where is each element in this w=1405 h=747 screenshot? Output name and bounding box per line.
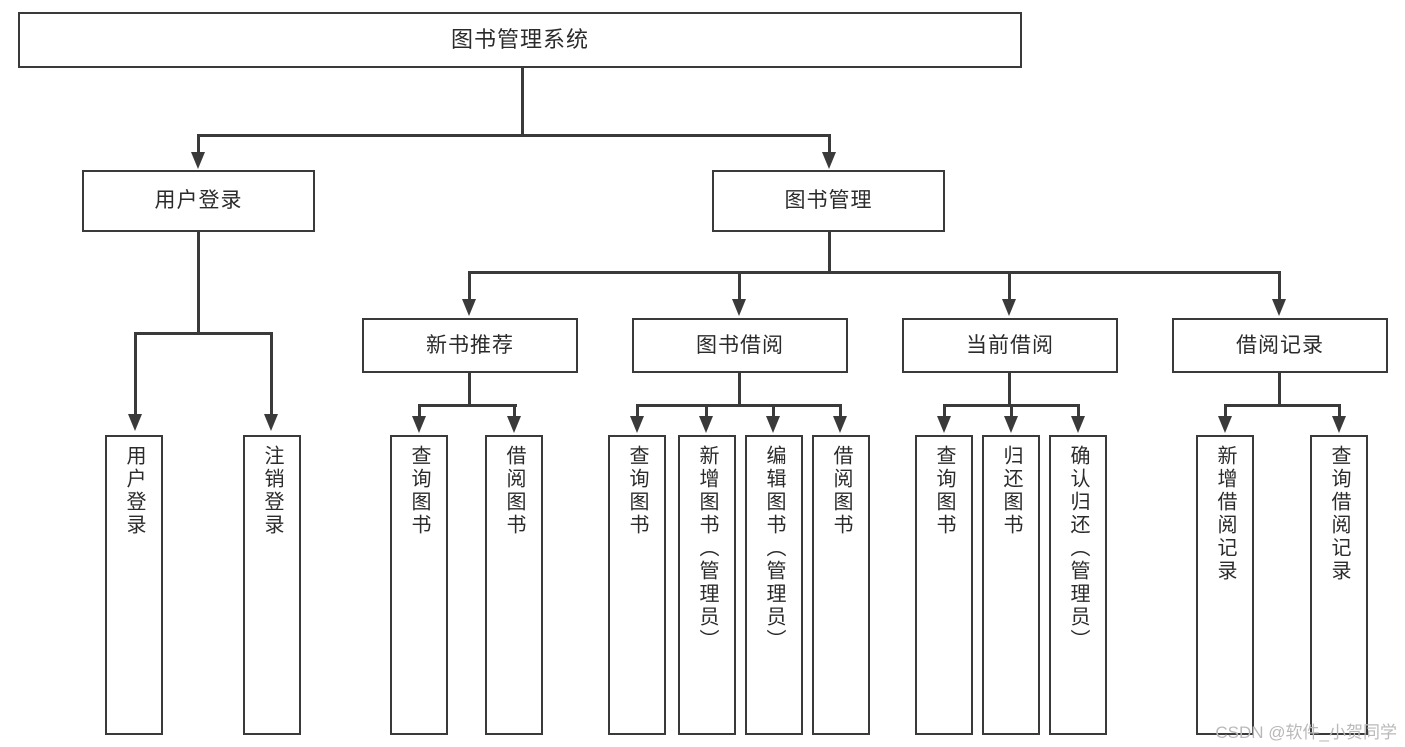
arrowhead-book-manage-child-3 bbox=[1002, 299, 1016, 316]
node-user-login[interactable]: 用户登录 bbox=[82, 170, 315, 232]
node-label: 图书借阅 bbox=[696, 333, 784, 357]
connector-book-borrow-leaf-3 bbox=[772, 404, 775, 418]
arrowhead-book-borrow-leaf-1 bbox=[630, 416, 644, 433]
leaf-node-user-login[interactable]: 用户登录 bbox=[105, 435, 163, 735]
arrowhead-new-book-leaf-1 bbox=[412, 416, 426, 433]
arrowhead-book-borrow-leaf-2 bbox=[699, 416, 713, 433]
arrowhead-borrow-record-leaf-1 bbox=[1218, 416, 1232, 433]
node-root-library-system[interactable]: 图书管理系统 bbox=[18, 12, 1022, 68]
arrowhead-borrow-record-leaf-2 bbox=[1332, 416, 1346, 433]
leaf-node-add-book-admin[interactable]: 新增图书（管理员） bbox=[678, 435, 736, 735]
connector-user-login-bar bbox=[134, 332, 273, 335]
leaf-label: 查询图书 bbox=[933, 445, 955, 537]
leaf-label: 借阅图书 bbox=[503, 445, 525, 537]
arrowhead-to-user-login bbox=[191, 152, 205, 169]
connector-user-login-child-1 bbox=[134, 332, 137, 416]
node-label: 新书推荐 bbox=[426, 333, 514, 357]
leaf-label: 确认归还（管理员） bbox=[1067, 445, 1089, 652]
leaf-label: 查询图书 bbox=[408, 445, 430, 537]
connector-book-borrow-stem bbox=[738, 373, 741, 407]
node-label: 当前借阅 bbox=[966, 333, 1054, 357]
leaf-node-query-borrow-record[interactable]: 查询借阅记录 bbox=[1310, 435, 1368, 735]
leaf-node-confirm-return-admin[interactable]: 确认归还（管理员） bbox=[1049, 435, 1107, 735]
connector-to-user-login bbox=[197, 134, 200, 154]
arrowhead-new-book-leaf-2 bbox=[507, 416, 521, 433]
leaf-label: 归还图书 bbox=[1000, 445, 1022, 537]
arrowhead-user-login-child-2 bbox=[264, 414, 278, 431]
connector-book-manage-child-4 bbox=[1278, 271, 1281, 301]
connector-book-manage-stem bbox=[828, 232, 831, 274]
arrowhead-current-borrow-leaf-3 bbox=[1071, 416, 1085, 433]
arrowhead-book-borrow-leaf-3 bbox=[766, 416, 780, 433]
node-label: 用户登录 bbox=[154, 189, 243, 213]
arrowhead-user-login-child-1 bbox=[128, 414, 142, 431]
connector-book-manage-bar bbox=[468, 271, 1280, 274]
connector-root-stem bbox=[521, 68, 524, 136]
leaf-label: 新增图书（管理员） bbox=[696, 445, 718, 652]
leaf-label: 编辑图书（管理员） bbox=[763, 445, 785, 652]
node-book-borrow[interactable]: 图书借阅 bbox=[632, 318, 848, 373]
connector-user-login-stem bbox=[197, 232, 200, 334]
connector-book-borrow-leaf-1 bbox=[636, 404, 639, 418]
leaf-label: 注销登录 bbox=[261, 445, 283, 537]
connector-borrow-record-bar bbox=[1225, 404, 1341, 407]
arrowhead-book-manage-child-2 bbox=[732, 299, 746, 316]
leaf-node-query-book-current[interactable]: 查询图书 bbox=[915, 435, 973, 735]
arrowhead-book-borrow-leaf-4 bbox=[833, 416, 847, 433]
connector-book-borrow-leaf-2 bbox=[705, 404, 708, 418]
connector-book-borrow-leaf-4 bbox=[839, 404, 842, 418]
node-new-book-recommend[interactable]: 新书推荐 bbox=[362, 318, 578, 373]
arrowhead-current-borrow-leaf-2 bbox=[1004, 416, 1018, 433]
leaf-label: 新增借阅记录 bbox=[1214, 445, 1236, 583]
leaf-node-borrow-book-recommend[interactable]: 借阅图书 bbox=[485, 435, 543, 735]
node-borrow-record[interactable]: 借阅记录 bbox=[1172, 318, 1388, 373]
leaf-node-query-book-borrow[interactable]: 查询图书 bbox=[608, 435, 666, 735]
connector-new-book-leaf-1 bbox=[418, 404, 421, 418]
leaf-node-edit-book-admin[interactable]: 编辑图书（管理员） bbox=[745, 435, 803, 735]
connector-borrow-record-leaf-1 bbox=[1224, 404, 1227, 418]
leaf-node-return-book[interactable]: 归还图书 bbox=[982, 435, 1040, 735]
node-label: 图书管理 bbox=[784, 189, 873, 213]
connector-current-borrow-leaf-2 bbox=[1010, 404, 1013, 418]
connector-new-book-stem bbox=[468, 373, 471, 407]
connector-new-book-leaf-2 bbox=[513, 404, 516, 418]
connector-root-bar bbox=[197, 134, 831, 137]
connector-current-borrow-stem bbox=[1008, 373, 1011, 407]
arrowhead-book-manage-child-4 bbox=[1272, 299, 1286, 316]
arrowhead-to-book-manage bbox=[822, 152, 836, 169]
connector-book-manage-child-2 bbox=[738, 271, 741, 301]
connector-new-book-bar bbox=[419, 404, 517, 407]
connector-book-borrow-bar bbox=[637, 404, 841, 407]
leaf-node-query-book-recommend[interactable]: 查询图书 bbox=[390, 435, 448, 735]
node-book-management[interactable]: 图书管理 bbox=[712, 170, 945, 232]
connector-user-login-child-2 bbox=[270, 332, 273, 416]
leaf-node-borrow-book[interactable]: 借阅图书 bbox=[812, 435, 870, 735]
leaf-node-add-borrow-record[interactable]: 新增借阅记录 bbox=[1196, 435, 1254, 735]
connector-current-borrow-leaf-1 bbox=[943, 404, 946, 418]
leaf-label: 查询图书 bbox=[626, 445, 648, 537]
arrowhead-book-manage-child-1 bbox=[462, 299, 476, 316]
watermark-text: CSDN @软件_小贺同学 bbox=[1215, 723, 1397, 742]
node-label: 图书管理系统 bbox=[450, 26, 589, 52]
leaf-label: 用户登录 bbox=[123, 445, 145, 537]
connector-current-borrow-leaf-3 bbox=[1077, 404, 1080, 418]
connector-to-book-manage bbox=[828, 134, 831, 154]
connector-book-manage-child-3 bbox=[1008, 271, 1011, 301]
connector-book-manage-child-1 bbox=[468, 271, 471, 301]
node-label: 借阅记录 bbox=[1236, 333, 1324, 357]
leaf-label: 查询借阅记录 bbox=[1328, 445, 1350, 583]
connector-borrow-record-stem bbox=[1278, 373, 1281, 407]
node-current-borrow[interactable]: 当前借阅 bbox=[902, 318, 1118, 373]
leaf-label: 借阅图书 bbox=[830, 445, 852, 537]
connector-borrow-record-leaf-2 bbox=[1338, 404, 1341, 418]
arrowhead-current-borrow-leaf-1 bbox=[937, 416, 951, 433]
leaf-node-logout[interactable]: 注销登录 bbox=[243, 435, 301, 735]
